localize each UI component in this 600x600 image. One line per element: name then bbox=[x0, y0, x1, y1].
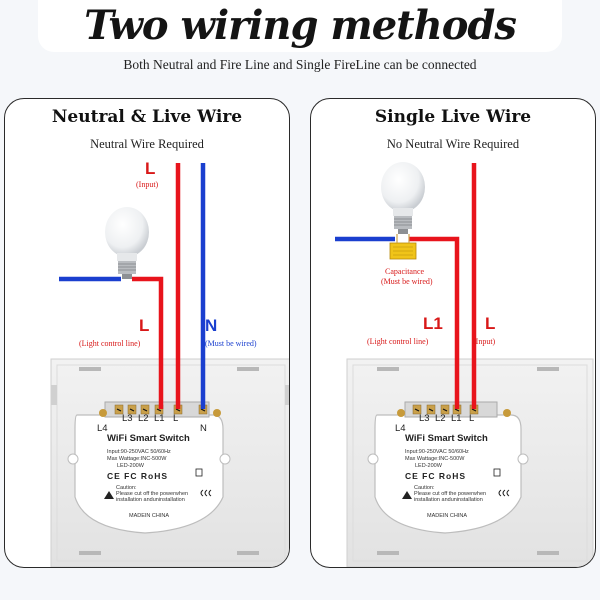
device-caution-line1: Please cut off the powerwhen bbox=[116, 491, 189, 497]
light-control-note: (Light control line) bbox=[79, 339, 141, 348]
wiring-diagram bbox=[50, 163, 289, 567]
device-spec-wattage: Max Wattage:INC-500W bbox=[107, 456, 167, 462]
input-note: (Input) bbox=[473, 337, 496, 346]
device-made-in: MADEIN CHINA bbox=[129, 513, 170, 519]
capacitance-note: (Must be wired) bbox=[381, 277, 433, 286]
terminal-l1: L1 bbox=[154, 413, 165, 424]
device-caution-line2: installation anduninstallation bbox=[116, 497, 185, 503]
caution-icon bbox=[104, 491, 114, 499]
light-bulb-icon bbox=[105, 207, 149, 279]
terminal-l3: L3 bbox=[122, 413, 133, 424]
device-caution-title: Caution: bbox=[414, 485, 435, 491]
terminal-l2: L2 bbox=[435, 413, 446, 424]
terminal-n: N bbox=[200, 423, 207, 434]
terminal-l1: L1 bbox=[451, 413, 462, 424]
neutral-note: (Must be wired) bbox=[205, 339, 257, 348]
bulb-to-l1-wire bbox=[409, 236, 460, 409]
device-spec-wattage: Max Wattage:INC-500W bbox=[405, 456, 465, 462]
terminal-l: L bbox=[469, 413, 475, 424]
panel-single-live: Single Live Wire No Neutral Wire Require… bbox=[310, 98, 596, 568]
live-input-note: (Input) bbox=[136, 180, 159, 189]
capacitor-icon bbox=[389, 234, 417, 260]
device-spec-led: LED-200W bbox=[415, 463, 442, 469]
panel-neutral-live: Neutral & Live Wire Neutral Wire Require… bbox=[4, 98, 290, 568]
live-input-label: L bbox=[145, 159, 156, 178]
terminal-l3: L3 bbox=[419, 413, 430, 424]
terminal-l: L bbox=[173, 413, 179, 424]
panel-subtitle: Neutral Wire Required bbox=[90, 137, 204, 151]
device-caution-title: Caution: bbox=[116, 485, 137, 491]
panel-title: Single Live Wire bbox=[374, 107, 532, 127]
switch-module bbox=[67, 401, 231, 534]
device-caution-line1: Please cut off the powerwhen bbox=[414, 491, 487, 497]
wiring-diagram bbox=[335, 162, 594, 567]
device-name: WiFi Smart Switch bbox=[107, 433, 190, 444]
caution-icon bbox=[402, 491, 412, 499]
header-card bbox=[38, 0, 562, 52]
device-spec-led: LED-200W bbox=[117, 463, 144, 469]
light-control-note: (Light control line) bbox=[367, 337, 429, 346]
device-caution-line2: installation anduninstallation bbox=[414, 497, 483, 503]
page-subtitle: Both Neutral and Fire Line and Single Fi… bbox=[123, 57, 477, 72]
terminal-l4: L4 bbox=[97, 423, 108, 434]
device-certifications: CE FC RoHS bbox=[405, 471, 466, 481]
device-spec-input: Input:90-250VAC 50/60Hz bbox=[107, 449, 171, 455]
neutral-label: N bbox=[205, 316, 218, 335]
terminal-l4: L4 bbox=[395, 423, 406, 434]
panel-title: Neutral & Live Wire bbox=[51, 107, 243, 127]
device-certifications: CE FC RoHS bbox=[107, 471, 168, 481]
light-control-label: L bbox=[139, 316, 150, 335]
certification-icons bbox=[195, 468, 212, 497]
terminal-l2: L2 bbox=[138, 413, 149, 424]
page-title: Two wiring methods bbox=[84, 2, 517, 49]
certification-icons bbox=[493, 468, 510, 497]
device-name: WiFi Smart Switch bbox=[405, 433, 488, 444]
bulb-to-l1-wire bbox=[132, 276, 164, 409]
device-spec-input: Input:90-250VAC 50/60Hz bbox=[405, 449, 469, 455]
panel-subtitle: No Neutral Wire Required bbox=[386, 137, 520, 151]
light-bulb-icon bbox=[381, 162, 425, 234]
l1-label: L1 bbox=[423, 314, 443, 333]
live-label: L bbox=[485, 314, 496, 333]
capacitance-label: Capacitance bbox=[385, 267, 425, 276]
device-made-in: MADEIN CHINA bbox=[427, 513, 468, 519]
